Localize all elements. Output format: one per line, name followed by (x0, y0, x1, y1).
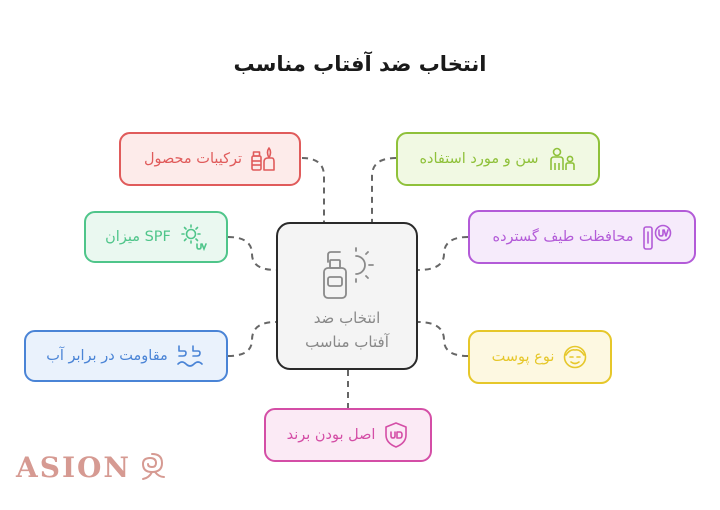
asion-logo: ASION (16, 448, 169, 486)
node-age-usage-label: سن و مورد استفاده (419, 151, 539, 167)
central-node-label: انتخاب ضد آفتاب مناسب (278, 306, 416, 354)
sunscreen-bottle-sun-icon (323, 247, 374, 299)
node-broad-spectrum-label: محافظت طیف گسترده (492, 229, 634, 245)
face-icon (562, 344, 588, 370)
connector-spf (227, 236, 277, 271)
node-ingredients: ترکیبات محصول (119, 132, 301, 186)
connector-ingredients (301, 157, 325, 222)
node-brand-label: اصل بودن برند (286, 427, 376, 443)
node-skin-type-label: نوع پوست (491, 349, 555, 365)
node-spf-label: SPF میزان (105, 229, 171, 245)
sun-uv-icon (179, 223, 207, 251)
central-node-label-line2: آفتاب مناسب (305, 333, 389, 351)
connector-skin-type (417, 321, 469, 357)
connector-broad-spectrum (417, 236, 469, 271)
node-brand: اصل بودن برند (264, 408, 432, 462)
node-age-usage: سن و مورد استفاده (396, 132, 600, 186)
node-water-resistance: مقاومت در برابر آب (24, 330, 228, 382)
diagram-title: انتخاب ضد آفتاب مناسب (233, 52, 487, 76)
node-ingredients-label: ترکیبات محصول (143, 151, 243, 167)
water-wave-icon (176, 342, 206, 370)
people-icon (547, 146, 577, 172)
brand-shield-icon (383, 421, 409, 449)
connector-water-resistance (227, 321, 277, 357)
central-node-label-line1: انتخاب ضد (313, 309, 381, 327)
ingredients-icon (250, 146, 276, 172)
connector-age-usage (371, 157, 397, 222)
uv-shield-icon (642, 223, 672, 251)
node-spf: SPF میزان (84, 211, 228, 263)
rose-icon (135, 448, 169, 486)
node-broad-spectrum: محافظت طیف گسترده (468, 210, 696, 264)
node-water-resistance-label: مقاومت در برابر آب (46, 348, 168, 364)
central-node: انتخاب ضد آفتاب مناسب (276, 222, 418, 370)
asion-logo-text: ASION (16, 450, 132, 484)
node-skin-type: نوع پوست (468, 330, 612, 384)
